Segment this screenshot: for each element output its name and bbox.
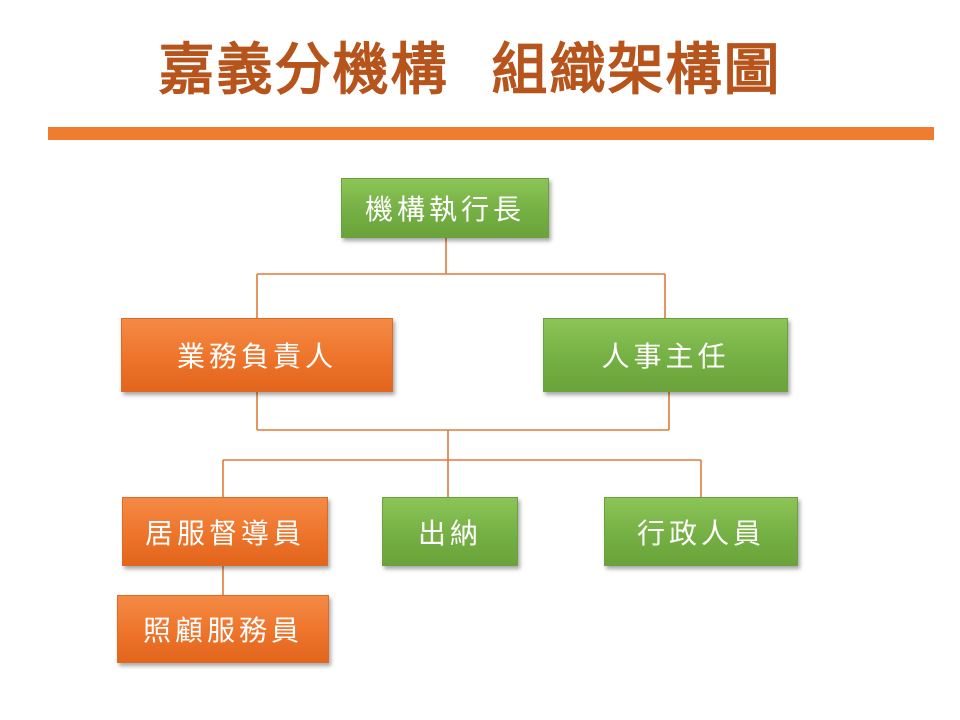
node-admin-staff: 行政人員: [604, 497, 798, 566]
node-care-attendant: 照顧服務員: [117, 595, 329, 663]
node-home-care-supervisor: 居服督導員: [122, 497, 328, 566]
page-title: 嘉義分機構 組織架構圖: [158, 37, 782, 103]
node-ceo: 機構執行長: [341, 178, 549, 238]
node-hr-head: 人事主任: [543, 318, 788, 392]
title-divider: [48, 127, 934, 140]
node-business-head: 業務負責人: [121, 318, 393, 392]
node-cashier: 出納: [382, 497, 518, 566]
